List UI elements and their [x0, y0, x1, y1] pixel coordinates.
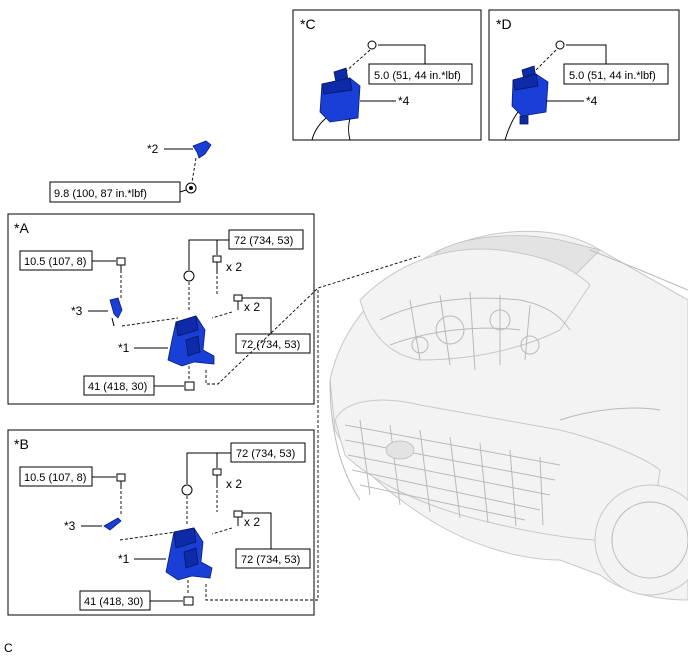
panel-a-torque-105: 10.5 (107, 8): [24, 256, 86, 268]
panel-b-torque-72-top: 72 (734, 53): [236, 448, 295, 460]
panel-d: *D 5.0 (51, 44 in.*lbf) *4: [488, 9, 680, 141]
panel-b-frame: [7, 429, 315, 616]
panel-a-frame: [7, 213, 315, 405]
panel-b: *B 10.5 (107, 8) 72 (734, 53) x 2 x 2: [7, 288, 319, 616]
bracket-2-torque: 9.8 (100, 87 in.*lbf): [54, 188, 147, 200]
panel-b-bracket-3-icon: [103, 517, 122, 531]
vehicle-front-illustration: [329, 230, 688, 601]
bracket-2-callout: *2: [147, 142, 159, 156]
panel-b-torque-72-right-box: [235, 548, 311, 569]
panel-d-bolt-icon: [555, 40, 565, 50]
panel-c-leader: [378, 44, 426, 64]
panel-b-torque-41: 41 (418, 30): [84, 596, 143, 608]
figure-code: C: [4, 641, 13, 655]
panel-c-torque-box: [368, 63, 473, 85]
panel-b-bolt-top-icon: [212, 468, 222, 488]
panel-a-bolt-right-icon: [233, 294, 243, 310]
panel-a: *A 10.5 (107, 8) 72 (734, 53) x 2 x 2: [7, 213, 421, 405]
panel-a-bolt-105-icon: [116, 257, 126, 273]
panel-d-frame: [488, 9, 680, 141]
panel-b-callout-3: *3: [64, 519, 76, 533]
panel-a-bolt-top-icon: [212, 255, 222, 274]
bracket-2-bolt-icon: [185, 182, 197, 194]
panel-a-nut-top-icon: [183, 270, 195, 282]
panel-a-torque-72-right: 72 (734, 53): [241, 339, 300, 351]
panel-d-torque: 5.0 (51, 44 in.*lbf): [569, 70, 656, 82]
panel-d-torque-box: [563, 63, 669, 85]
panel-c-module-icon: [319, 67, 361, 123]
panel-b-torque-72-right: 72 (734, 53): [241, 554, 300, 566]
panel-c: *C 5.0 (51, 44 in.*lbf) *4: [292, 9, 482, 141]
panel-a-tag: *A: [14, 220, 29, 236]
panel-d-module-icon: [511, 65, 549, 125]
panel-b-tag: *B: [14, 436, 29, 452]
panel-b-callout-1: *1: [118, 552, 130, 566]
panel-b-bolt-105-icon: [116, 473, 126, 489]
panel-b-qty-top: x 2: [226, 477, 242, 491]
panel-a-qty-top: x 2: [226, 260, 242, 274]
panel-d-leader: [566, 44, 607, 64]
panel-c-frame: [292, 9, 482, 141]
panel-b-nut-bottom-icon: [183, 596, 194, 606]
panel-b-nut-top-icon: [181, 484, 193, 496]
panel-c-bolt-icon: [367, 40, 377, 50]
panel-b-engine-mount-icon: [165, 527, 213, 581]
panel-a-callout-1: *1: [118, 341, 130, 355]
panel-a-qty-right: x 2: [244, 300, 260, 314]
panel-b-torque-105: 10.5 (107, 8): [24, 472, 86, 484]
panel-b-qty-right: x 2: [244, 515, 260, 529]
panel-c-torque: 5.0 (51, 44 in.*lbf): [374, 70, 461, 82]
bracket-2-icon: [192, 140, 212, 159]
panel-d-tag: *D: [496, 16, 512, 32]
bracket-2-group: *2 9.8 (100, 87 in.*lbf): [49, 140, 212, 203]
panel-a-bracket-3-icon: [109, 297, 123, 327]
panel-a-torque-72-top: 72 (734, 53): [234, 235, 293, 247]
panel-a-torque-41: 41 (418, 30): [88, 381, 147, 393]
panel-b-bolt-right-icon: [233, 510, 243, 526]
panel-c-tag: *C: [300, 16, 316, 32]
panel-a-callout-3: *3: [71, 304, 83, 318]
panel-d-callout: *4: [586, 94, 598, 108]
panel-a-nut-bottom-icon: [184, 381, 195, 391]
panel-a-engine-mount-icon: [167, 315, 215, 367]
panel-c-callout: *4: [398, 94, 410, 108]
panel-a-torque-72-right-box: [235, 333, 311, 354]
